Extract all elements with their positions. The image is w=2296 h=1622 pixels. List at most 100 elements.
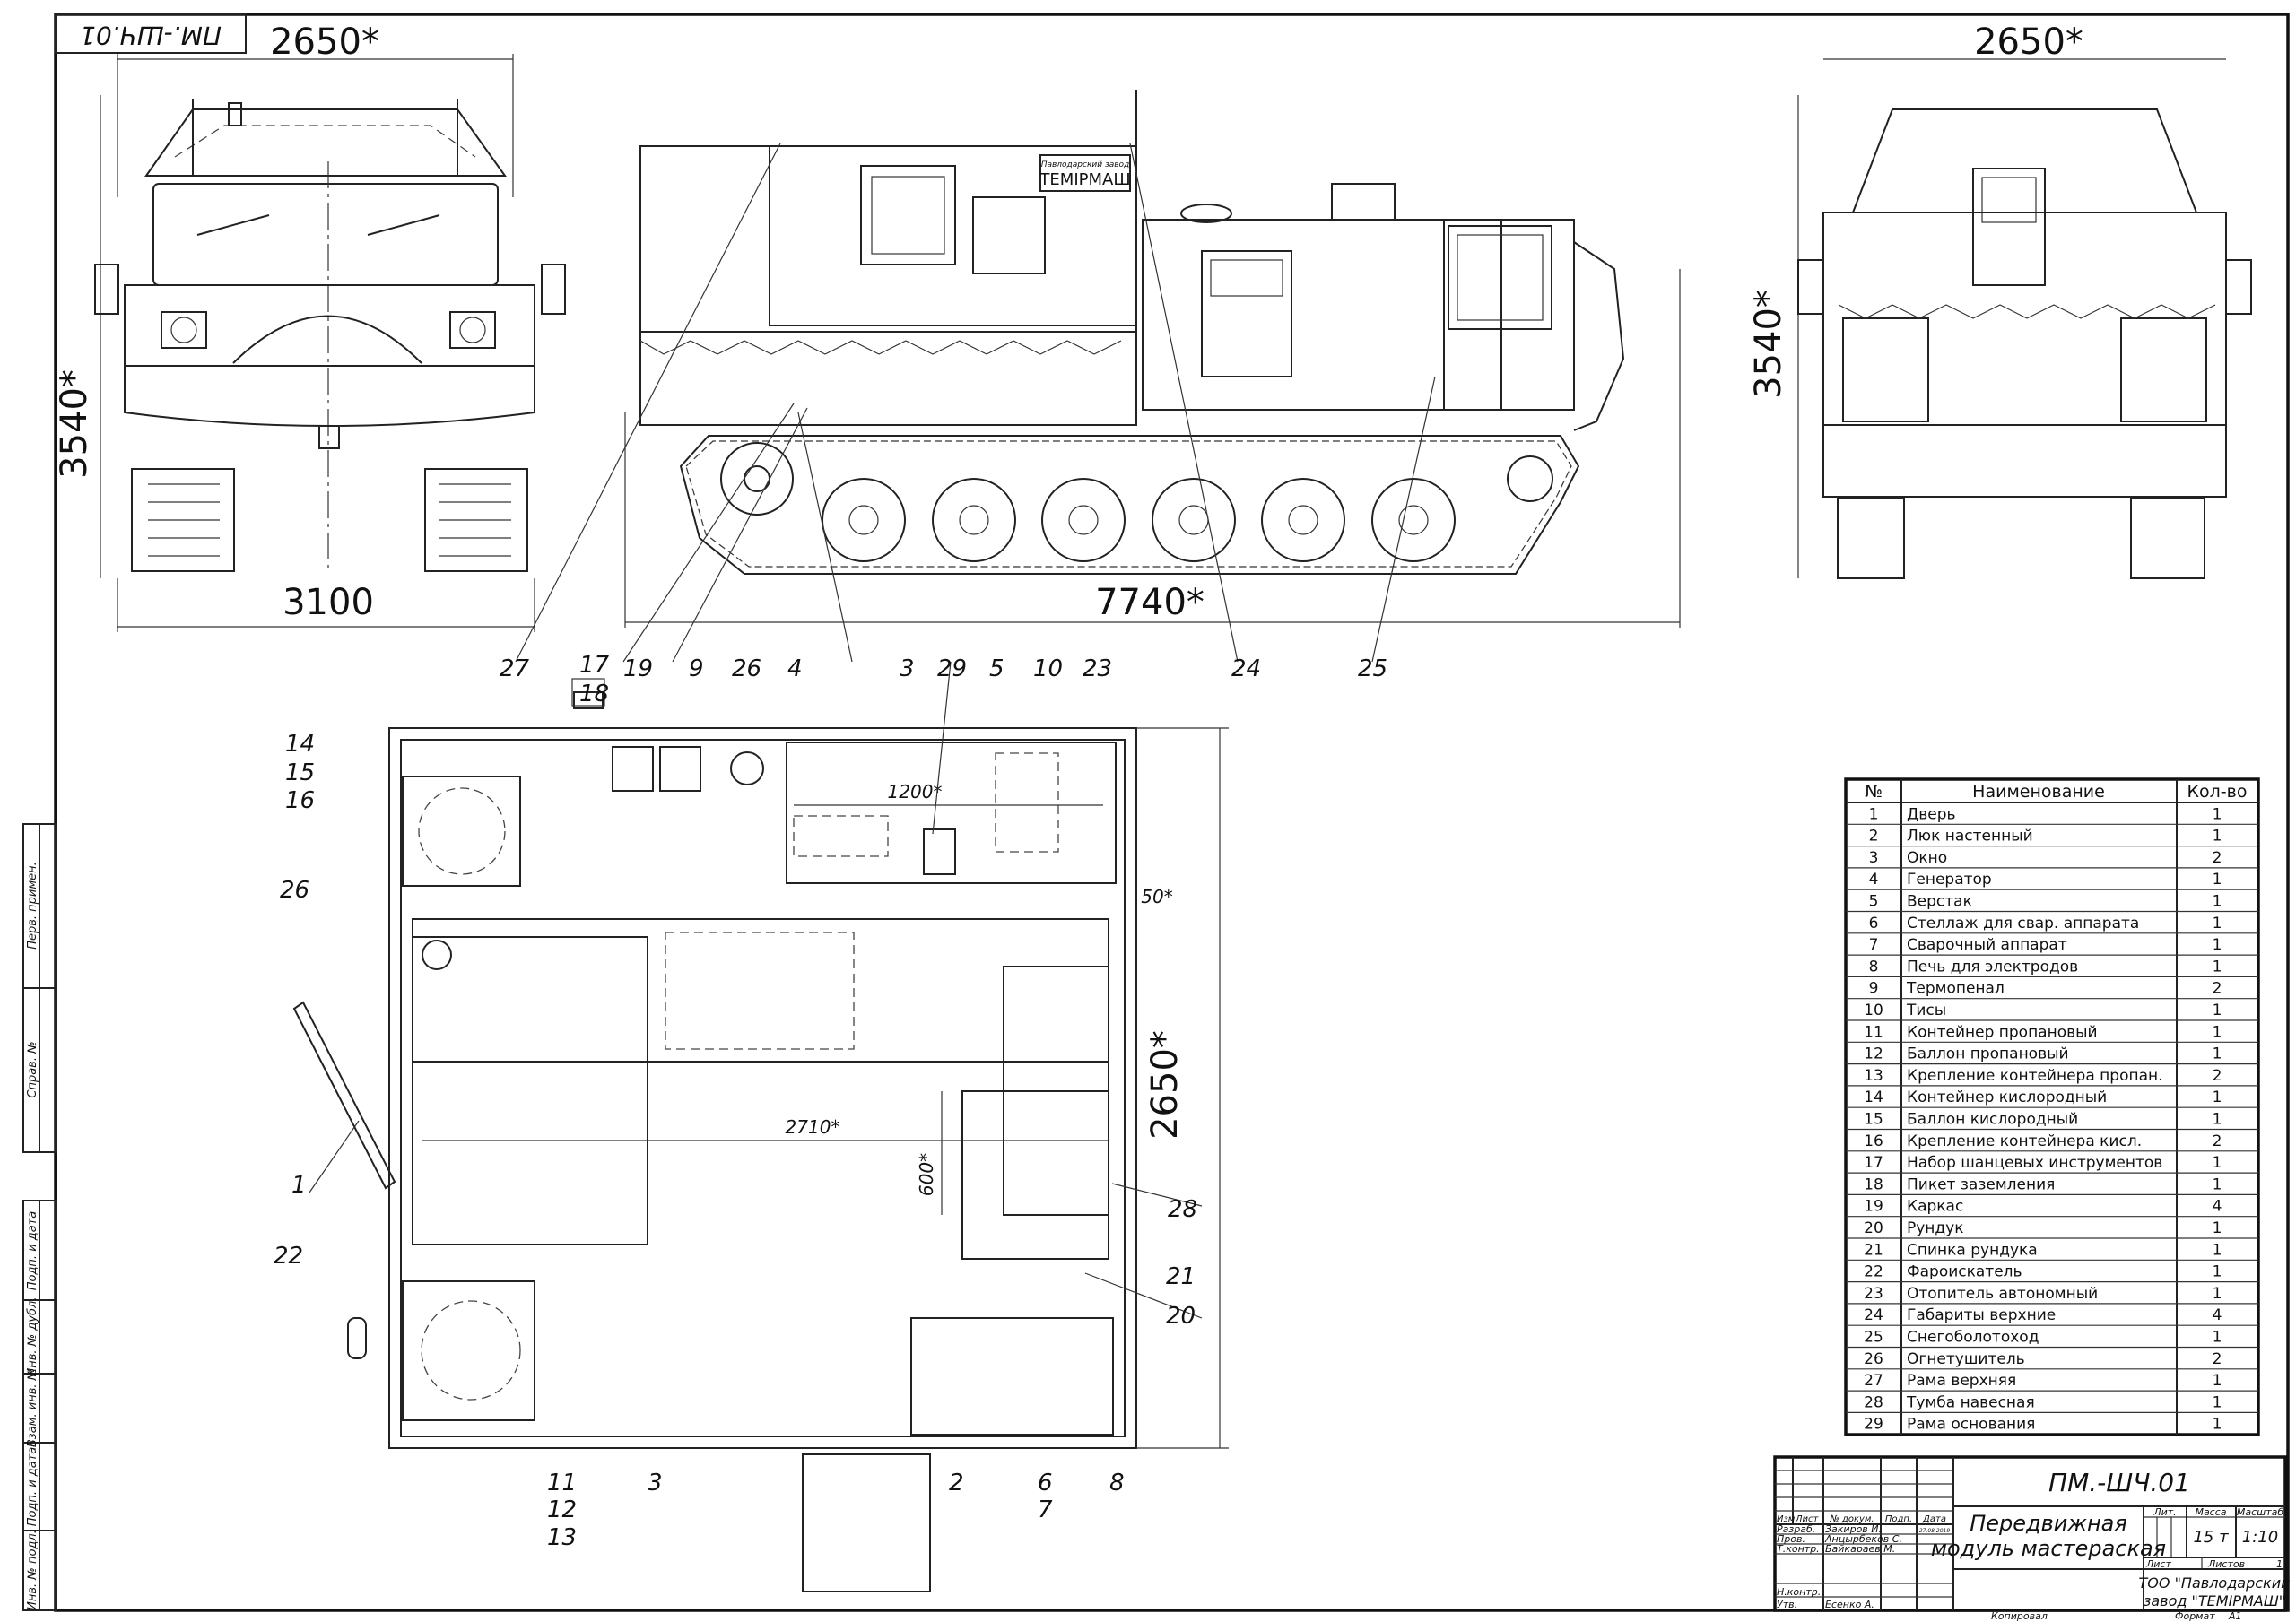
stamp-vzam-inv: Взам. инв. № bbox=[26, 1368, 39, 1447]
callout-29: 29 bbox=[937, 655, 967, 682]
plan-inner-length-dim: 2710* bbox=[786, 1116, 840, 1138]
table-cell-no: 26 bbox=[1864, 1350, 1883, 1368]
scale-value: 1:10 bbox=[2242, 1528, 2278, 1547]
callout-26-left: 26 bbox=[280, 877, 309, 904]
rear-height-dim: 3540* bbox=[1748, 290, 1789, 399]
stamp-inv-podl: Инв. № подл. bbox=[26, 1530, 39, 1610]
hatch-2 bbox=[802, 1453, 931, 1592]
side-length-dim: 7740* bbox=[1095, 582, 1205, 623]
format-value: A1 bbox=[2228, 1610, 2242, 1622]
sheets-label: Листов bbox=[2207, 1558, 2245, 1570]
stamp-sprav-no: Справ. № bbox=[26, 1041, 39, 1097]
stamp-podp-data-1: Подп. и дата bbox=[26, 1211, 39, 1291]
side-stamp-column: Перв. примен. Справ. № Подп. и дата Инв.… bbox=[22, 823, 57, 1611]
table-cell-name: Рама верхняя bbox=[1907, 1372, 2016, 1390]
table-cell-name: Крепление контейнера кисл. bbox=[1907, 1132, 2142, 1150]
table-cell-qty: 1 bbox=[2213, 1045, 2222, 1063]
logo-small-text: Павлодарский завод bbox=[1041, 160, 1130, 169]
table-cell-no: 20 bbox=[1864, 1219, 1883, 1237]
table-cell-qty: 1 bbox=[2213, 958, 2222, 976]
stamp-inv-dubl: Инв. № дубл. bbox=[26, 1297, 39, 1377]
table-cell-name: Огнетушитель bbox=[1907, 1350, 2025, 1368]
col-doc-no: № докум. bbox=[1829, 1514, 1874, 1524]
table-cell-name: Отопитель автономный bbox=[1907, 1285, 2098, 1303]
table-cell-name: Окно bbox=[1907, 849, 1947, 867]
table-cell-no: 22 bbox=[1864, 1263, 1883, 1281]
callout-12: 12 bbox=[547, 1496, 577, 1523]
organization-line2: завод "ТЕМIРМАШ" bbox=[2144, 1592, 2285, 1609]
table-cell-name: Габариты верхние bbox=[1907, 1306, 2056, 1324]
table-cell-qty: 1 bbox=[2213, 805, 2222, 823]
role-razrab: Разраб. bbox=[1777, 1523, 1815, 1535]
callout-19: 19 bbox=[623, 655, 653, 682]
sheets-value: 1 bbox=[2276, 1558, 2283, 1570]
role-nkontr: Н.контр. bbox=[1777, 1586, 1821, 1598]
table-cell-qty: 1 bbox=[2213, 1241, 2222, 1259]
callout-10: 10 bbox=[1033, 655, 1063, 682]
role-utv: Утв. bbox=[1777, 1599, 1797, 1610]
copied-label: Копировал bbox=[1991, 1610, 2048, 1622]
table-cell-no: 11 bbox=[1864, 1023, 1883, 1041]
table-cell-no: 2 bbox=[1869, 828, 1879, 846]
drawing-title-line1: Передвижная bbox=[1970, 1511, 2127, 1536]
callout-21: 21 bbox=[1166, 1263, 1196, 1290]
callout-11: 11 bbox=[547, 1470, 577, 1496]
table-cell-no: 1 bbox=[1869, 805, 1879, 823]
table-cell-qty: 1 bbox=[2213, 915, 2222, 932]
table-cell-name: Баллон кислородный bbox=[1907, 1111, 2078, 1129]
table-cell-qty: 4 bbox=[2213, 1198, 2222, 1216]
table-cell-no: 27 bbox=[1864, 1372, 1883, 1390]
logo-big-text: ТЕМIРМАШ bbox=[1039, 170, 1130, 189]
table-cell-no: 21 bbox=[1864, 1241, 1883, 1259]
table-cell-name: Набор шанцевых инструментов bbox=[1907, 1154, 2162, 1172]
table-cell-qty: 1 bbox=[2213, 893, 2222, 911]
table-cell-name: Термопенал bbox=[1906, 980, 2005, 998]
callout-1: 1 bbox=[291, 1172, 307, 1199]
table-header-name: Наименование bbox=[1972, 782, 2105, 802]
front-width-dim: 2650* bbox=[270, 22, 379, 63]
table-cell-qty: 2 bbox=[2213, 1350, 2222, 1368]
callout-18-box bbox=[571, 678, 605, 707]
callout-3-bottom: 3 bbox=[648, 1470, 663, 1496]
table-cell-qty: 1 bbox=[2213, 1263, 2222, 1281]
table-cell-no: 3 bbox=[1869, 849, 1879, 867]
callout-6: 6 bbox=[1038, 1470, 1053, 1496]
table-cell-qty: 1 bbox=[2213, 1372, 2222, 1390]
table-cell-no: 24 bbox=[1864, 1306, 1883, 1324]
table-cell-qty: 1 bbox=[2213, 1329, 2222, 1347]
rear-width-dim: 2650* bbox=[1974, 22, 2083, 63]
table-cell-name: Дверь bbox=[1907, 805, 1956, 823]
temirmash-logo bbox=[1039, 154, 1131, 192]
col-list: Лист bbox=[1795, 1514, 1820, 1524]
table-cell-qty: 1 bbox=[2213, 936, 2222, 954]
table-cell-no: 19 bbox=[1864, 1198, 1883, 1216]
side-view: Павлодарский завод ТЕМIРМАШ 7740* bbox=[624, 90, 1681, 628]
table-cell-name: Тисы bbox=[1906, 1002, 1946, 1019]
table-cell-no: 12 bbox=[1864, 1045, 1883, 1063]
callout-3-top: 3 bbox=[900, 655, 915, 682]
title-block: Изм. Лист № докум. Подп. Дата 27.08.2019… bbox=[1773, 1455, 2290, 1622]
table-cell-qty: 1 bbox=[2213, 1089, 2222, 1106]
table-cell-no: 13 bbox=[1864, 1067, 1883, 1085]
table-cell-name: Крепление контейнера пропан. bbox=[1907, 1067, 2163, 1085]
name-prov: Анцырбеков С. bbox=[1824, 1533, 1902, 1545]
table-cell-no: 6 bbox=[1869, 915, 1879, 932]
stamp-perv-primen: Перв. примен. bbox=[26, 862, 39, 950]
table-cell-no: 14 bbox=[1864, 1089, 1883, 1106]
callouts bbox=[309, 143, 1436, 1319]
mass-value: 15 т bbox=[2193, 1528, 2229, 1547]
table-cell-qty: 2 bbox=[2213, 849, 2222, 867]
door-1 bbox=[292, 1001, 396, 1190]
col-date: Дата bbox=[1922, 1514, 1946, 1524]
table-cell-name: Снегоболотоход bbox=[1907, 1329, 2039, 1347]
table-cell-qty: 4 bbox=[2213, 1306, 2222, 1324]
plan-chest-dim: 600* bbox=[916, 1153, 937, 1196]
sheet-label: Лист bbox=[2145, 1558, 2171, 1570]
col-izm: Изм. bbox=[1777, 1514, 1798, 1524]
callout-26-top: 26 bbox=[732, 655, 761, 682]
table-cell-name: Каркас bbox=[1907, 1198, 1963, 1216]
top-stamp-box bbox=[55, 13, 247, 54]
table-cell-name: Спинка рундука bbox=[1907, 1241, 2038, 1259]
table-cell-no: 4 bbox=[1869, 871, 1879, 889]
